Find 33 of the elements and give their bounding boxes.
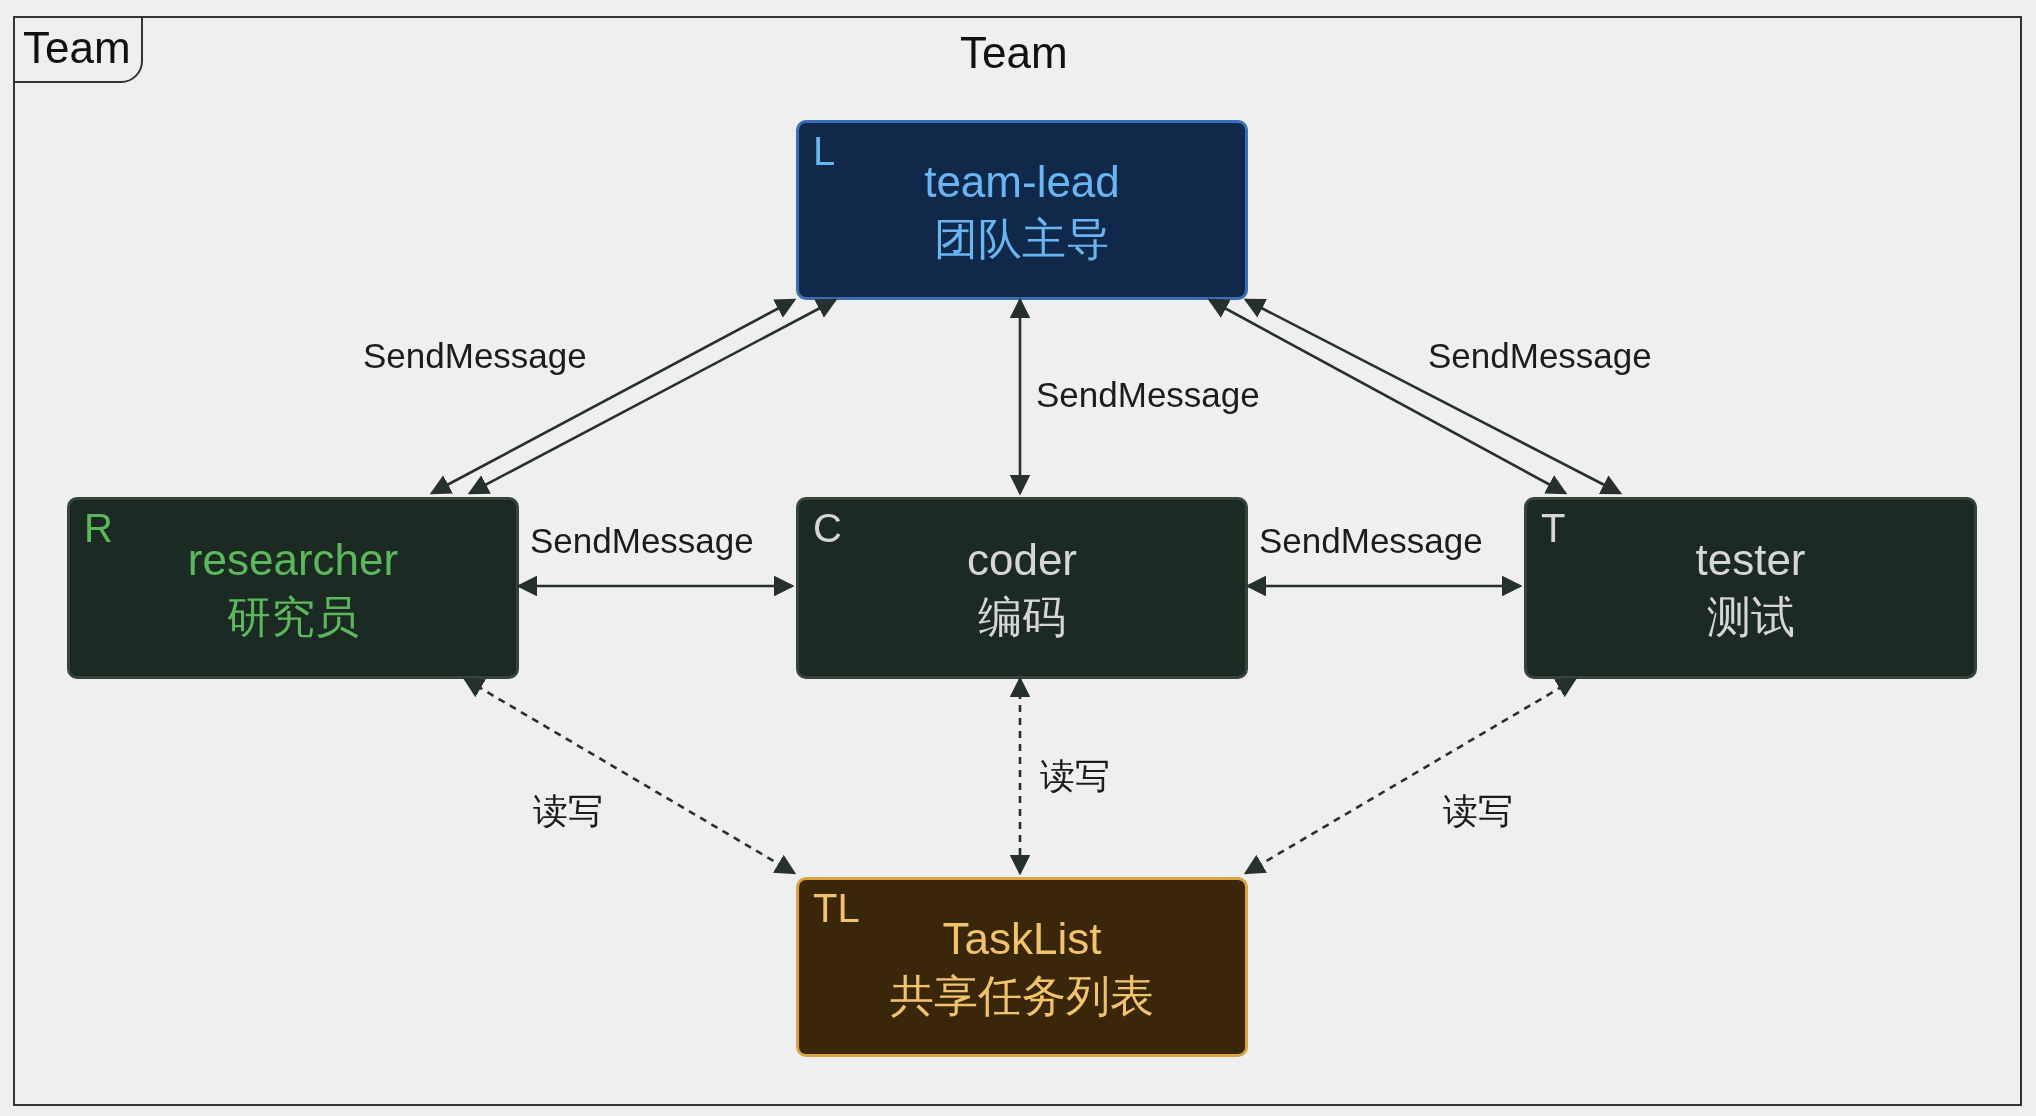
arrow bbox=[1009, 297, 1031, 496]
dashed-arrow bbox=[1243, 677, 1578, 875]
arrow bbox=[467, 298, 838, 495]
arrow bbox=[516, 575, 795, 597]
arrow bbox=[429, 298, 797, 495]
corner-letter: C bbox=[813, 508, 842, 548]
node-text: coder bbox=[965, 533, 1079, 586]
arrow bbox=[1207, 298, 1568, 495]
node-text: 共享任务列表 bbox=[889, 970, 1155, 1022]
agent-box bbox=[67, 497, 519, 679]
task-list-box bbox=[796, 877, 1248, 1057]
corner-letter: R bbox=[84, 508, 113, 548]
team-lead-box bbox=[796, 120, 1248, 300]
corner-letter: L bbox=[813, 131, 836, 171]
agent-box bbox=[796, 497, 1248, 679]
node-text: researcher bbox=[186, 533, 400, 586]
corner-letter: T bbox=[1541, 508, 1566, 548]
team-frame bbox=[13, 16, 2022, 1106]
node-text: tester bbox=[1694, 533, 1807, 586]
corner-letter: TL bbox=[813, 888, 860, 928]
agent-box bbox=[1524, 497, 1977, 679]
diagram-title: Team bbox=[960, 28, 1068, 78]
node-text: team-lead bbox=[923, 155, 1121, 208]
dashed-arrow bbox=[1009, 676, 1031, 876]
frame-tab-label: Team bbox=[13, 16, 143, 83]
node-text: 测试 bbox=[1705, 591, 1796, 643]
node-text: 团队主导 bbox=[933, 213, 1111, 265]
node-text: 编码 bbox=[977, 591, 1067, 643]
node-text: 研究员 bbox=[226, 591, 360, 643]
arrow bbox=[1245, 575, 1523, 597]
arrow bbox=[1243, 298, 1623, 495]
node-text: TaskList bbox=[941, 912, 1103, 965]
dashed-arrow bbox=[462, 677, 797, 875]
